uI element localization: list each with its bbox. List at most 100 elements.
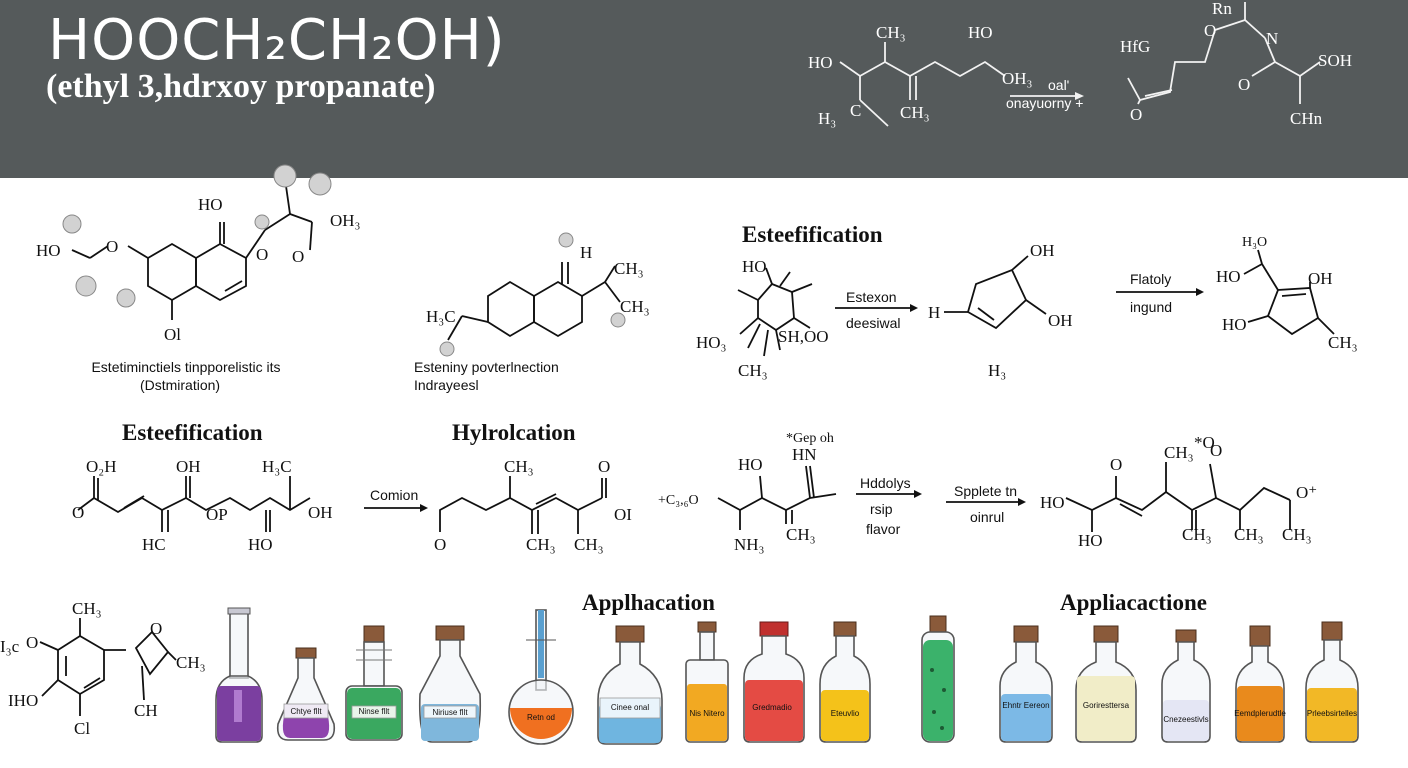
bottle-13-label: Cnezeestivls [1163, 715, 1208, 724]
top-right-label-2: O [1204, 21, 1216, 40]
top-left-label-4: OH₃ [1002, 69, 1033, 88]
row2-arrow-d-label-2: oinrul [970, 509, 1004, 525]
row3-mol-label-4: O [150, 619, 162, 638]
title-banner [0, 0, 1408, 178]
row1-est-arrow2-label-2: ingund [1130, 299, 1172, 315]
row1-esterification-scheme: Esteefification HO HO₃ SH,OO CH₃ Estexon… [696, 222, 1358, 380]
row1-mol2-label-1: H [580, 243, 592, 262]
row1-est-mid-label-4: H₃ [988, 361, 1006, 380]
row1-est-left-label-3: SH,OO [778, 327, 829, 346]
bottle-11-label: Ehntr Eereon [1002, 701, 1049, 710]
top-reaction-arrow: oal' onayuorny + [1006, 77, 1084, 111]
row3-mol-label-6: IHO [8, 691, 38, 710]
row3-mol-label-2: I₃c [0, 637, 20, 656]
bottle-9-label: Eteuvlio [831, 709, 860, 718]
row2-arrow-c-label-2: rsip [870, 501, 893, 517]
row1-est-right-label-2: HO [1216, 267, 1241, 286]
top-product-structure: Rn O HfG N SOH O O CHn [1120, 0, 1352, 128]
bottle-15-label: Prleebsirtelles [1307, 709, 1357, 718]
bottle-10 [921, 615, 955, 743]
row2-heading-left: Esteefification [122, 420, 263, 445]
row1-mol2-label-2: CH₃ [614, 259, 644, 278]
row2-mol-a-label-2: OH [176, 457, 201, 476]
row2-mol-c-label-2: HN [792, 445, 817, 464]
bottle-11: Ehntr Eereon [999, 625, 1053, 743]
row1-est-right-label-3: OH [1308, 269, 1333, 288]
top-arrow-label-2: onayuorny + [1006, 95, 1083, 111]
row2-mol-d-label-3: O [1110, 455, 1122, 474]
row2-mol-d-label-5: O [1210, 441, 1222, 460]
row2-mol-c-label-1: *Gep oh [786, 431, 834, 446]
row1-est-arrow1-label-1: Estexon [846, 289, 897, 305]
row2-molecule-a: O₂H OH H₃C O OP OH HC HO [72, 457, 333, 554]
row1-est-mid-label-1: OH [1030, 241, 1055, 260]
row1-est-right-label-4: HO [1222, 315, 1247, 334]
bottle-2-label: Chtye fllt [290, 707, 322, 716]
row2-arrow-c-label-1: Hddolys [860, 475, 911, 491]
bottle-9: Eteuvlio [819, 621, 871, 743]
row3-molecule: CH₃ I₃c O O CH₃ IHO CH Cl [0, 599, 206, 738]
row2-mol-b-label-1: CH₃ [504, 457, 534, 476]
row1-est-arrow2-label-1: Flatoly [1130, 271, 1171, 287]
top-right-label-5: SOH [1318, 51, 1352, 70]
row2-mol-c-label-3: HO [738, 455, 763, 474]
row1-mol1-label-6: O [256, 245, 268, 264]
row1-molecule-1: HO HO O O OH₃ O Ol Estetiminctiels tinpp… [36, 164, 361, 393]
row3-heading-2: Appliacactione [1060, 590, 1207, 615]
top-left-label-2: CH₃ [876, 23, 906, 42]
row2-mol-c-label-6: CH₃ [786, 525, 816, 544]
row1-mol1-label-7: Ol [164, 325, 181, 344]
row1-mol1-caption-2: (Dstmiration) [140, 377, 220, 393]
bottle-1 [215, 607, 263, 743]
row1-mol2-caption-2: Indrayeesl [414, 377, 479, 393]
row1-mol1-caption-1: Estetiminctiels tinpporelistic its [91, 359, 280, 375]
bottle-6-label: Cinee onal [611, 703, 649, 712]
top-left-label-6: H₃ [818, 109, 836, 128]
row2-mol-a-label-7: HC [142, 535, 166, 554]
row3-mol-label-3: O [26, 633, 38, 652]
top-left-label-3: HO [968, 23, 993, 42]
row2-arrow-d: Spplete tn oinrul [946, 483, 1026, 525]
bottle-7: Nis Nitero [685, 621, 729, 743]
top-reactant-structure: HO CH₃ HO OH₃ CH₃ H₃ C [808, 23, 1033, 128]
row1-molecule-2: H CH₃ H₃C CH₃ Esteniny povterlnection In… [414, 232, 650, 393]
row1-est-right-label-5: CH₃ [1328, 333, 1358, 352]
row3-mol-label-8: Cl [74, 719, 90, 738]
bottle-2: Chtye fllt [276, 647, 336, 741]
row2-mol-a-label-4: O [72, 503, 84, 522]
top-right-label-8: CHn [1290, 109, 1323, 128]
bottle-5: Retn od [508, 609, 574, 745]
row1-est-mid-label-3: OH [1048, 311, 1073, 330]
top-right-label-4: N [1266, 29, 1278, 48]
row1-mol2-caption-1: Esteniny povterlnection [414, 359, 559, 375]
row2-arrow-c: Hddolys rsip flavor [856, 475, 922, 537]
row2-mol-d-label-8: CH₃ [1182, 525, 1212, 544]
row2-molecule-c: *Gep oh HN HO +C₃,₆O NH₃ CH₃ [658, 431, 837, 554]
row1-est-left-label-2: HO₃ [696, 333, 727, 352]
row2-mol-d-label-9: CH₃ [1234, 525, 1264, 544]
row1-est-left-label-1: HO [742, 257, 767, 276]
bottle-4: Niriuse fllt [418, 625, 482, 743]
row2-arrow-d-label-1: Spplete tn [954, 483, 1017, 499]
bottle-8: Gredmadio [743, 621, 805, 743]
row1-mol1-label-2: HO [36, 241, 61, 260]
row2-mol-d-label-1: CH₃ [1164, 443, 1194, 462]
row3-mol-label-7: CH [134, 701, 158, 720]
top-right-label-6: O [1238, 75, 1250, 94]
row2-mol-a-label-3: H₃C [262, 457, 292, 476]
row2-mol-a-label-5: OP [206, 505, 228, 524]
bottle-13: Cnezeestivls [1161, 629, 1211, 743]
bottle-7-label: Nis Nitero [689, 709, 725, 718]
bottle-6: Cinee onal [597, 625, 663, 745]
bottle-3: Ninse fllt [345, 625, 403, 741]
row1-mol1-label-3: O [106, 237, 118, 256]
row3-mol-label-1: CH₃ [72, 599, 102, 618]
bottle-4-label: Niriuse fllt [432, 708, 468, 717]
row1-mol1-label-5: OH₃ [330, 211, 361, 230]
row2-molecule-b: CH₃ O OI O CH₃ CH₃ [434, 457, 632, 554]
top-right-label-3: HfG [1120, 37, 1150, 56]
row1-mol2-label-4: CH₃ [620, 297, 650, 316]
row2-arrow-a-label: Comion [370, 487, 418, 503]
row2-mol-a-label-1: O₂H [86, 457, 116, 476]
row3-heading-1: Applhacation [582, 590, 715, 615]
